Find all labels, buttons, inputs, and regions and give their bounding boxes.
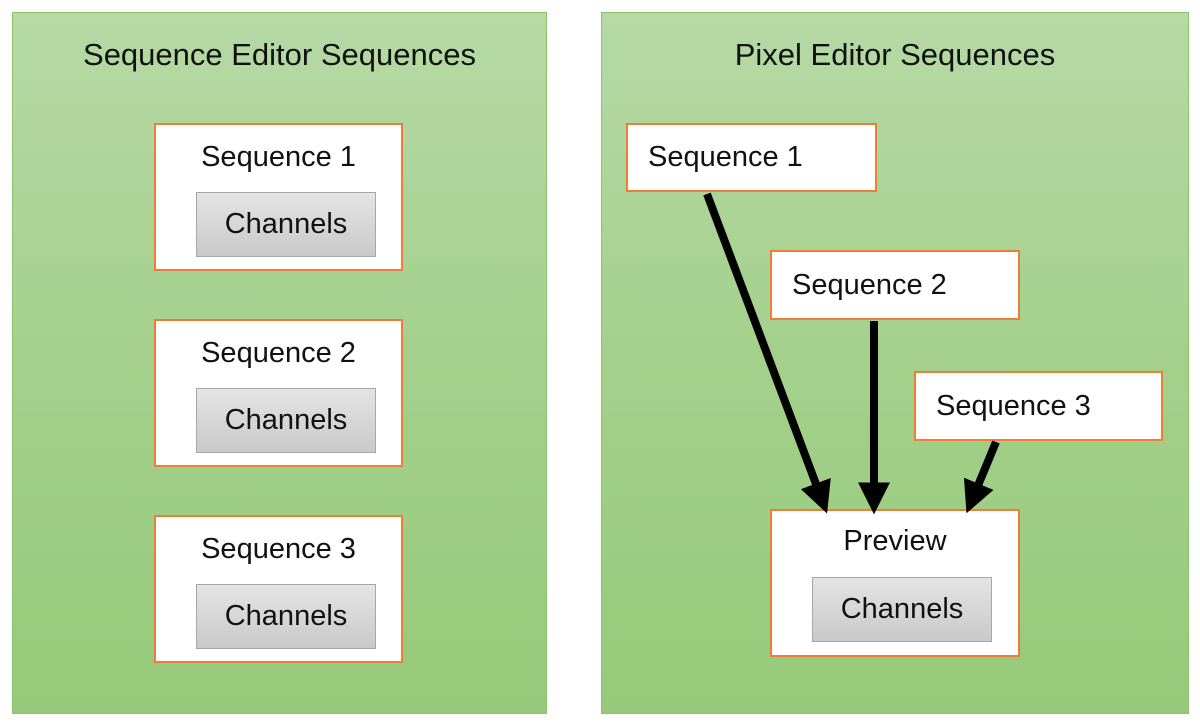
sequence-label: Sequence 1 xyxy=(201,141,356,173)
preview-box: Preview Channels xyxy=(770,509,1020,657)
sequence-editor-panel: Sequence Editor Sequences Sequence 1 Cha… xyxy=(12,12,547,714)
sequence-box: Sequence 1 Channels xyxy=(154,123,403,271)
channels-block: Channels xyxy=(196,388,376,453)
channels-block: Channels xyxy=(196,584,376,649)
sequence-box: Sequence 1 xyxy=(626,123,877,192)
pixel-editor-panel: Pixel Editor Sequences Sequence 1 Sequen… xyxy=(601,12,1189,714)
channels-block: Channels xyxy=(196,192,376,257)
channels-block: Channels xyxy=(812,577,992,642)
panel-title: Sequence Editor Sequences xyxy=(83,37,476,72)
sequence-box: Sequence 2 xyxy=(770,250,1020,320)
sequence-label: Sequence 2 xyxy=(201,337,356,369)
sequence-box: Sequence 2 Channels xyxy=(154,319,403,467)
sequence-box: Sequence 3 Channels xyxy=(154,515,403,663)
sequence-label: Sequence 3 xyxy=(201,533,356,565)
preview-label: Preview xyxy=(843,525,947,557)
panel-title: Pixel Editor Sequences xyxy=(734,37,1056,72)
sequence-box: Sequence 3 xyxy=(914,371,1163,441)
